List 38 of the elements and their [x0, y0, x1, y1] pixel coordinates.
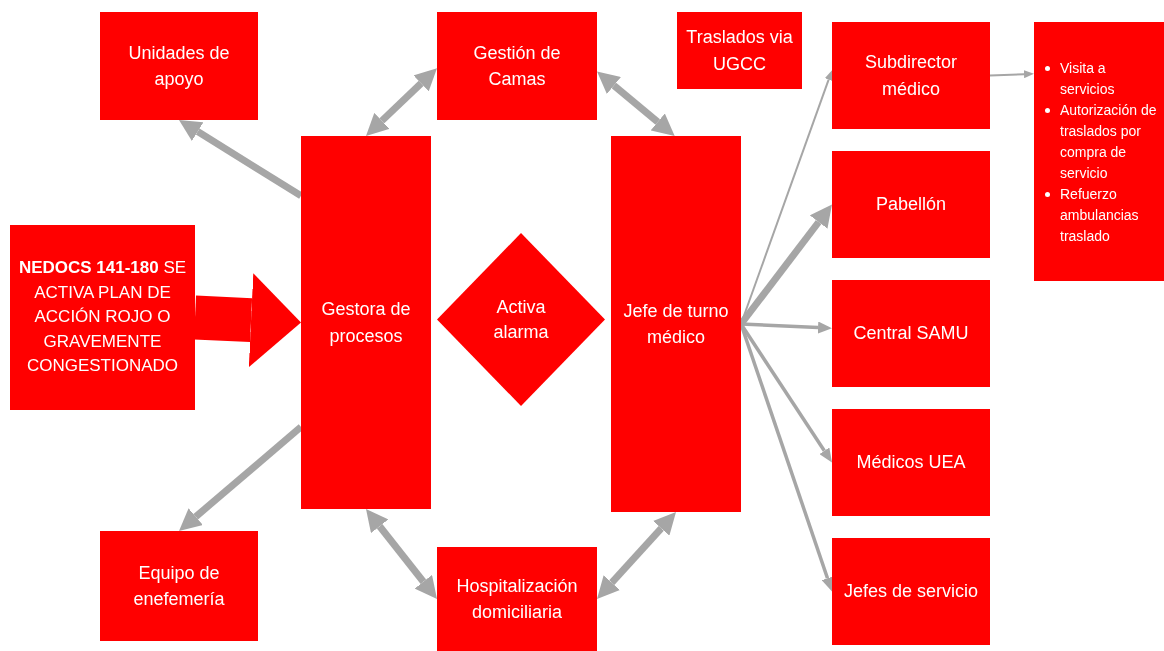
note-box	[1034, 22, 1164, 281]
box-label: Equipo de enefemería	[132, 561, 226, 611]
list-item: Refuerzo ambulancias traslado	[1040, 184, 1162, 247]
process-box	[832, 280, 990, 387]
process-box	[832, 151, 990, 258]
box-label: Unidades de apoyo	[127, 41, 231, 91]
box-label: Hospitalización domiciliaria	[455, 574, 579, 624]
process-box	[832, 22, 990, 129]
arrow	[366, 509, 437, 599]
box-label: Traslados via UGCC	[685, 26, 794, 76]
arrow	[366, 68, 437, 136]
box-label: Jefes de servicio	[843, 580, 979, 604]
list-item: Autorización de traslados por compra de servicio	[1040, 100, 1162, 184]
box-label: Pabellón	[875, 193, 947, 217]
process-box	[437, 12, 597, 120]
arrow	[597, 512, 676, 599]
decision-diamond	[437, 233, 605, 406]
process-box	[100, 531, 258, 641]
process-box	[10, 225, 195, 410]
process-box	[100, 12, 258, 120]
list-item: Visita a servicios	[1040, 58, 1162, 100]
box-label: NEDOCS 141-180 SE ACTIVA PLAN DE ACCIÓN ROJO O GRAVEMENTE CONGESTIONADO	[18, 256, 187, 378]
box-label: Central SAMU	[853, 322, 969, 346]
process-box	[677, 12, 802, 89]
process-box	[437, 547, 597, 651]
box-label: Gestora de procesos	[320, 298, 412, 348]
box-label: Médicos UEA	[856, 451, 966, 475]
process-box	[832, 538, 990, 645]
box-label: Gestión de Camas	[472, 41, 562, 91]
box-label: Jefe de turno médico	[622, 299, 730, 349]
arrow	[989, 70, 1034, 79]
box-label: Subdirector médico	[863, 51, 959, 101]
arrow	[179, 120, 303, 199]
arrow	[597, 71, 675, 136]
diamond-label: Activa alarma	[492, 296, 550, 344]
process-box	[301, 136, 431, 509]
process-box	[832, 409, 990, 516]
process-box	[611, 136, 741, 512]
